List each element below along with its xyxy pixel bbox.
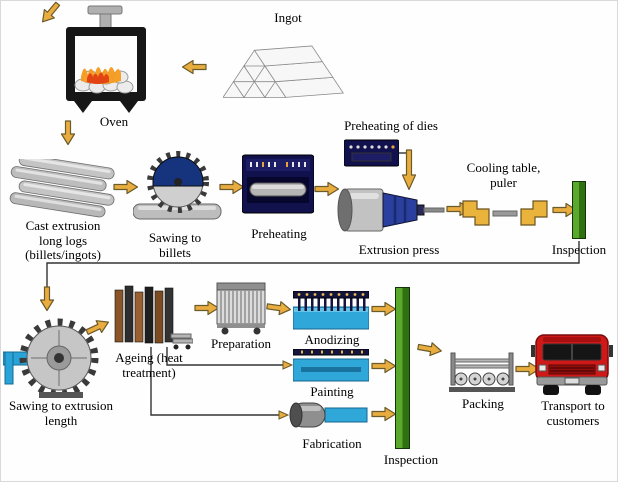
ingot-stack-icon	[223, 31, 345, 101]
flow-arrow-oven-to-logs	[60, 120, 76, 146]
inspection1-label: Inspection	[551, 242, 607, 257]
preheating-dies-icon	[344, 138, 399, 168]
ageing-label: Ageing (heat treatment)	[115, 350, 183, 380]
oven-label: Oven	[99, 114, 129, 129]
extrusion-press-icon	[337, 183, 449, 237]
cooling-table-label: Cooling table, puler	[466, 160, 541, 190]
flow-arrow-anodizing-to-inspection	[371, 301, 397, 317]
sawing-billets-label: Sawing to billets	[148, 230, 202, 260]
inspection2-label: Inspection	[383, 452, 439, 467]
ageing-icon	[113, 284, 193, 350]
preheating-dies-label: Preheating of dies	[344, 118, 438, 133]
flow-arrow-painting-to-inspection	[371, 358, 397, 374]
fabrication-icon	[287, 397, 369, 435]
flow-arrow-preheating-to-press	[314, 181, 340, 197]
sawing-billets-icon	[133, 146, 223, 234]
flow-arrow-to-sawing-length	[39, 286, 55, 312]
fabrication-label: Fabrication	[302, 436, 362, 451]
inspection2-icon	[395, 287, 410, 449]
flow-arrow-packing-to-transport	[515, 361, 541, 377]
cast-logs-icon	[7, 159, 119, 221]
sawing-length-icon	[3, 316, 103, 400]
preheating-icon	[242, 153, 314, 217]
flow-arrow-cooling-to-inspection	[552, 202, 578, 218]
flow-arrow-sawing-to-preheating	[219, 179, 245, 195]
flow-arrow-ingot-to-oven	[181, 59, 207, 75]
cooling-table-icon	[459, 197, 551, 231]
inspection1-icon	[572, 181, 586, 239]
flow-arrow-inspection-to-packing	[416, 339, 444, 359]
anodizing-label: Anodizing	[304, 332, 360, 347]
preparation-icon	[215, 281, 267, 335]
flow-arrow-ageing-to-preparation	[194, 300, 220, 316]
cast-logs-label: Cast extrusion long logs (billets/ingots…	[25, 218, 101, 263]
preheating-label: Preheating	[251, 226, 307, 241]
flow-arrow-preparation-to-anodizing	[265, 298, 293, 317]
painting-icon	[293, 349, 369, 383]
flow-arrow-logs-to-sawing	[113, 179, 139, 195]
flow-arrow-sawing-to-ageing	[83, 314, 113, 339]
flow-arrow-into-oven	[36, 1, 65, 28]
sawing-length-label: Sawing to extrusion length	[9, 398, 113, 428]
anodizing-icon	[293, 291, 369, 331]
transport-label: Transport to customers	[541, 398, 605, 428]
painting-label: Painting	[310, 384, 354, 399]
truck-icon	[531, 333, 613, 397]
packing-icon	[449, 349, 515, 395]
extrusion-press-label: Extrusion press	[358, 242, 440, 257]
oven-icon	[59, 5, 154, 115]
flow-arrow-dies-to-press	[401, 149, 417, 191]
flow-arrow-fabrication-to-inspection	[371, 406, 397, 422]
ingot-label: Ingot	[274, 10, 302, 25]
packing-label: Packing	[462, 396, 504, 411]
preparation-label: Preparation	[211, 336, 271, 351]
